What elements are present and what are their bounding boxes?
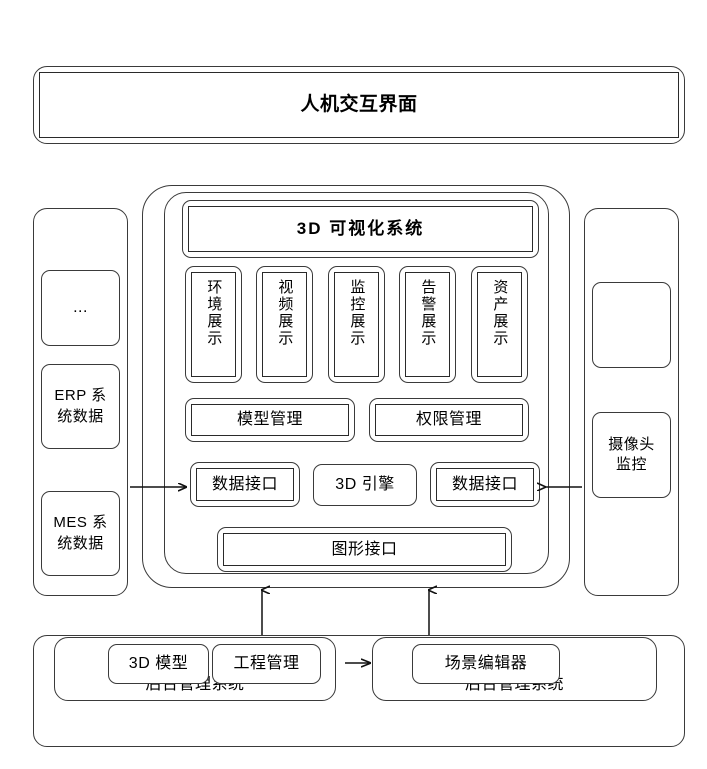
display-module-monitoring[interactable]: 监控展示 [328, 266, 385, 383]
model-management-label: 模型管理 [236, 411, 303, 429]
display-module-monitoring-inner: 监控展示 [334, 272, 379, 377]
right-source-item-camera-label: 摄像头 监控 [608, 435, 655, 473]
display-module-alarm-label: 告警展示 [419, 279, 437, 347]
left-source-item-erp[interactable]: ERP 系 统数据 [41, 364, 120, 449]
model-3d-box[interactable]: 3D 模型 [108, 644, 209, 684]
scene-editor-label: 场景编辑器 [444, 655, 528, 673]
permission-management-label: 权限管理 [415, 411, 482, 429]
data-interface-left-label: 数据接口 [211, 475, 278, 493]
model-3d-label: 3D 模型 [128, 655, 189, 673]
display-module-environment-label: 环境展示 [205, 279, 223, 347]
right-source-item-camera[interactable]: 摄像头 监控 [592, 412, 671, 498]
right-source-item-empty[interactable] [592, 282, 671, 368]
display-module-video[interactable]: 视频展示 [256, 266, 313, 383]
display-module-monitoring-label: 监控展示 [348, 279, 366, 347]
engine-3d-box[interactable]: 3D 引擎 [313, 464, 417, 506]
model-management-box[interactable]: 模型管理 [185, 398, 355, 442]
hmi-banner-label: 人机交互界面 [300, 94, 418, 116]
permission-management-inner: 权限管理 [375, 404, 523, 436]
display-module-asset-inner: 资产展示 [477, 272, 522, 377]
data-interface-left-box[interactable]: 数据接口 [190, 462, 300, 507]
left-source-item-ellipsis[interactable]: ... [41, 270, 120, 346]
display-module-alarm-inner: 告警展示 [405, 272, 450, 377]
project-management-label: 工程管理 [233, 655, 300, 673]
project-management-box[interactable]: 工程管理 [212, 644, 321, 684]
permission-management-box[interactable]: 权限管理 [369, 398, 529, 442]
model-management-inner: 模型管理 [191, 404, 349, 436]
scene-editor-box[interactable]: 场景编辑器 [412, 644, 560, 684]
data-interface-right-box[interactable]: 数据接口 [430, 462, 540, 507]
hmi-banner-outer: 人机交互界面 [33, 66, 685, 144]
left-source-item-ellipsis-label: ... [73, 299, 88, 317]
display-module-video-label: 视频展示 [276, 279, 294, 347]
data-interface-right-inner: 数据接口 [436, 468, 534, 501]
data-interface-right-label: 数据接口 [451, 475, 518, 493]
right-video-source-panel [584, 208, 679, 596]
left-source-item-mes[interactable]: MES 系 统数据 [41, 491, 120, 576]
visualization-system-header-outer: 3D 可视化系统 [182, 200, 539, 258]
visualization-system-header-label: 3D 可视化系统 [296, 218, 425, 238]
graphics-interface-box[interactable]: 图形接口 [217, 527, 512, 572]
left-source-item-mes-label: MES 系 统数据 [53, 514, 108, 552]
graphics-interface-label: 图形接口 [331, 540, 398, 558]
display-module-video-inner: 视频展示 [262, 272, 307, 377]
graphics-interface-inner: 图形接口 [223, 533, 506, 566]
visualization-system-header-inner: 3D 可视化系统 [188, 206, 533, 252]
display-module-asset-label: 资产展示 [491, 279, 509, 347]
left-source-item-erp-label: ERP 系 统数据 [54, 387, 107, 425]
engine-3d-label: 3D 引擎 [335, 476, 395, 494]
data-interface-left-inner: 数据接口 [196, 468, 294, 501]
display-module-environment-inner: 环境展示 [191, 272, 236, 377]
display-module-alarm[interactable]: 告警展示 [399, 266, 456, 383]
display-module-asset[interactable]: 资产展示 [471, 266, 528, 383]
display-module-environment[interactable]: 环境展示 [185, 266, 242, 383]
hmi-banner-inner: 人机交互界面 [39, 72, 679, 138]
